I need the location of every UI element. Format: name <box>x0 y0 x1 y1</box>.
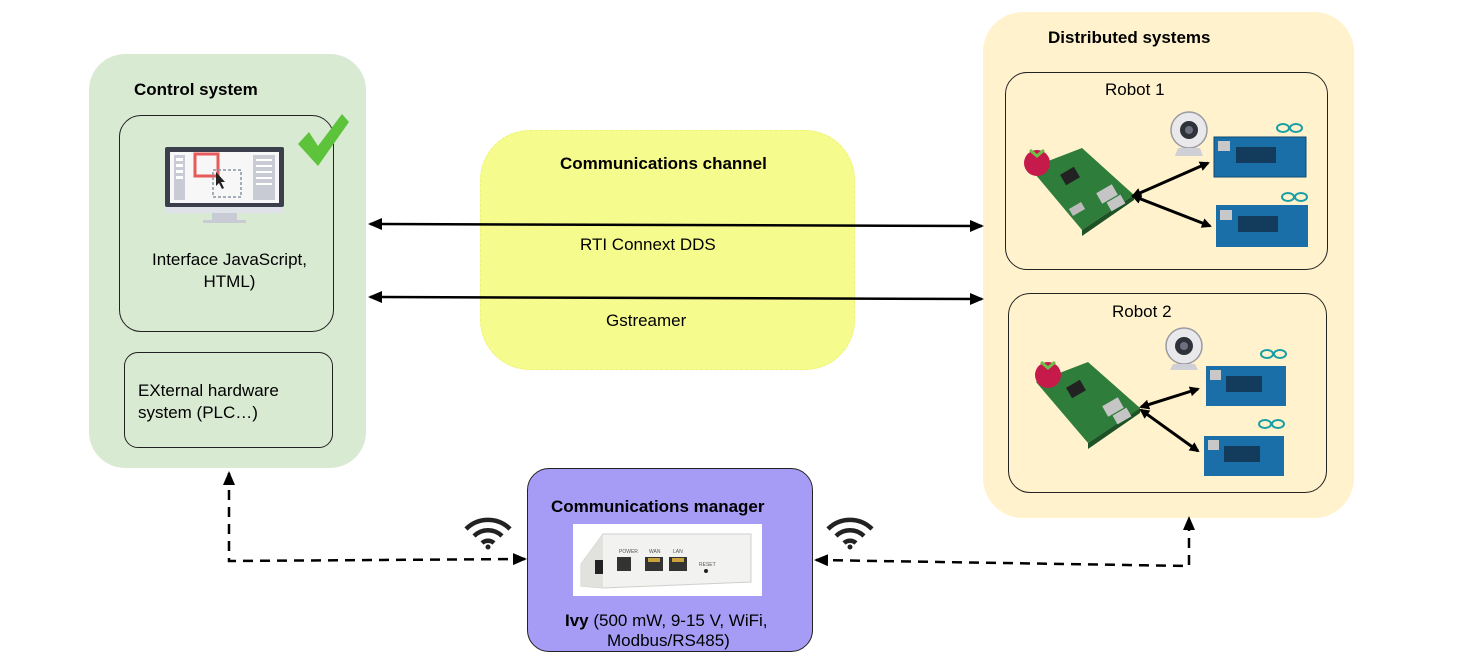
control-to-manager-dashed-link <box>223 471 527 566</box>
checkmark-icon <box>298 114 349 166</box>
device-spec-line1: (500 mW, 9-15 V, WiFi, <box>588 611 768 630</box>
external-hardware-line1: EXternal hardware <box>138 381 279 400</box>
raspberry-pi-icon <box>1024 148 1134 236</box>
device-spec-line2: Modbus/RS485) <box>607 631 730 650</box>
communications-channel-title: Communications channel <box>560 154 767 173</box>
protocol-dds-label: RTI Connext DDS <box>580 235 716 254</box>
webcam-icon <box>1170 111 1208 156</box>
gstreamer-connection-arrow <box>368 291 984 305</box>
device-description-line1: Ivy (500 mW, 9-15 V, WiFi, <box>565 611 768 631</box>
distributed-systems-title: Distributed systems <box>1048 28 1211 47</box>
communications-manager-title: Communications manager <box>551 497 765 516</box>
dds-connection-arrow <box>368 218 984 232</box>
robot1-link-board2 <box>1131 194 1212 228</box>
device-name: Ivy <box>565 611 589 630</box>
external-hardware-line2: system (PLC…) <box>138 403 258 422</box>
raspberry-pi-icon <box>1035 360 1140 449</box>
port-label-wan: WAN <box>649 549 661 555</box>
communications-channel-panel <box>480 130 855 370</box>
port-label-power: POWER <box>619 549 638 555</box>
arduino-board-icon <box>1206 349 1287 406</box>
webcam-icon <box>1165 327 1203 370</box>
interface-label-line2: HTML) <box>203 272 256 291</box>
wifi-icon <box>826 517 874 550</box>
port-label-lan: LAN <box>673 549 683 555</box>
arduino-board-icon <box>1213 123 1307 178</box>
robot-1-label: Robot 1 <box>1105 80 1165 99</box>
robot-2-label: Robot 2 <box>1112 302 1172 321</box>
robot-2-box <box>1008 293 1327 493</box>
external-hardware-box <box>124 352 333 448</box>
wifi-icon <box>464 517 512 550</box>
arduino-board-icon <box>1204 419 1285 476</box>
arduino-board-icon <box>1216 192 1308 247</box>
manager-to-distributed-dashed-link <box>814 516 1195 568</box>
robot2-link-board2 <box>1139 408 1200 453</box>
monitor-icon <box>165 147 284 223</box>
port-label-reset: RESET <box>699 562 716 568</box>
robot2-link-board1 <box>1139 386 1200 410</box>
router-device-image: POWER WAN LAN RESET <box>573 524 762 596</box>
interface-label-line1: Interface JavaScript, <box>152 250 307 269</box>
robot-1-box <box>1005 72 1328 270</box>
robot1-link-board1 <box>1131 161 1210 198</box>
control-system-title: Control system <box>134 80 258 99</box>
interface-box <box>119 115 334 332</box>
protocol-gstreamer-label: Gstreamer <box>606 311 687 330</box>
